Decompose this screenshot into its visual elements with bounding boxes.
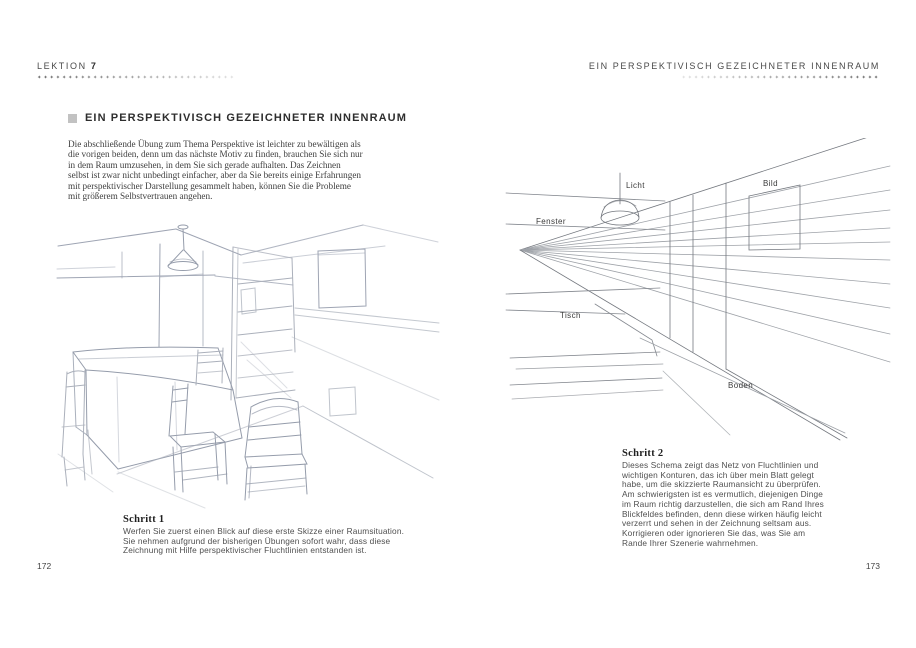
lesson-number: 7 [90,61,98,71]
section-title-text: EIN PERSPEKTIVISCH GEZEICHNETER INNENRAU… [85,112,407,124]
step-1-heading: Schritt 1 [123,514,165,525]
intro-line: selbst ist zwar nicht unbedingt einfache… [68,170,362,181]
page-right: EIN PERSPEKTIVISCH GEZEICHNETER INNENRAU… [458,0,916,648]
caption-line: wichtigen Konturen, das ich über mein Bl… [622,469,814,480]
lesson-running-head: LEKTION 7 [37,61,97,71]
section-title: EIN PERSPEKTIVISCH GEZEICHNETER INNENRAU… [68,112,407,124]
caption-line: Blickfeldes befinden, denn diese wirken … [622,508,822,519]
chapter-running-head: EIN PERSPEKTIVISCH GEZEICHNETER INNENRAU… [588,61,880,71]
intro-line: in dem Raum umzusehen, in dem Sie sich g… [68,159,341,170]
label-tisch: Tisch [560,311,581,320]
caption-line: Korrigieren oder ignorieren Sie das, was… [622,527,806,538]
wall-verticals [669,182,727,370]
wall-picture-frame [317,248,367,309]
caption-line: im Raum richtig darzustellen, die sich a… [622,498,824,509]
scheme-lamp [600,172,640,226]
room-walls [56,224,439,348]
lower-wall-frame [328,386,357,417]
chair-left [61,369,93,487]
pendant-lamp [167,224,199,271]
intro-line: die vorigen beiden, denn um das nächste … [68,149,363,160]
perspective-scheme-figure: Licht Bild Fenster Tisch Boden [505,138,891,441]
intro-line: mit perspektivischer Darstellung gesamme… [68,180,351,191]
page-left: LEKTION 7 ✦✦✦✦✦✦✦✦✦✦✦✦✦✦✦✦✦✦✦✦✦✦✦✦✦✦✦✦✦✦… [37,61,440,571]
lesson-label: LEKTION [37,61,87,71]
bild-frame [748,184,801,251]
table-block [505,287,664,400]
window-lines [505,192,666,231]
caption-line: Sie nehmen aufgrund der bisherigen Übung… [123,535,391,546]
scheme-labels: Licht Bild Fenster Tisch Boden [536,179,778,390]
caption-line: verzerrt und sehen in der Zeichnung selt… [622,518,812,529]
page-number-right: 173 [865,561,880,571]
step-2-caption: Dieses Schema zeigt das Netz von Fluchtl… [622,460,884,548]
step-1-block: Schritt 1 Werfen Sie zuerst einen Blick … [123,514,404,556]
caption-line: Rande Ihrer Szenerie wahrnehmen. [622,537,759,548]
interior-sketch-figure [56,224,440,509]
section-marker-square [68,113,77,123]
intro-line: mit größerem Selbstvertrauen angehen. [68,191,213,202]
intro-line: Die abschließende Übung zum Thema Perspe… [68,139,361,149]
diamond-divider: ✦✦✦✦✦✦✦✦✦✦✦✦✦✦✦✦✦✦✦✦✦✦✦✦✦✦✦✦✦✦✦✦ [681,75,880,81]
caption-line: Zeichnung mit Hilfe perspektivischer Flu… [123,545,367,556]
page-number-left: 172 [37,561,52,571]
diamond-divider: ✦✦✦✦✦✦✦✦✦✦✦✦✦✦✦✦✦✦✦✦✦✦✦✦✦✦✦✦✦✦✦✦ [37,75,236,81]
caption-line: Am schwierigsten ist es vermutlich, diej… [622,489,824,500]
floor-diagonals [639,337,848,439]
chair-behind-table [195,347,224,386]
step-2-heading: Schritt 2 [622,448,664,459]
vanishing-lines [519,138,891,441]
intro-paragraph: Die abschließende Übung zum Thema Perspe… [68,139,363,201]
step-2-block: Schritt 2 Dieses Schema zeigt das Netz v… [622,448,884,548]
floor-lines [57,405,434,509]
small-picture-frame [240,287,257,315]
chair-front [168,383,228,493]
caption-line: Werfen Sie zuerst einen Blick auf diese … [123,526,405,536]
label-licht: Licht [626,181,645,190]
shelf-unit [230,246,296,401]
right-wall-lines [291,307,440,401]
caption-line: Dieses Schema zeigt das Netz von Fluchtl… [622,460,819,470]
step-1-caption: Werfen Sie zuerst einen Blick auf diese … [123,526,405,556]
chair-right [244,397,308,501]
label-boden: Boden [728,381,753,390]
label-bild: Bild [763,179,778,188]
dining-table [72,346,243,470]
caption-line: habe, um die skizzierte Raumansicht zu ü… [622,479,821,490]
label-fenster: Fenster [536,217,566,226]
